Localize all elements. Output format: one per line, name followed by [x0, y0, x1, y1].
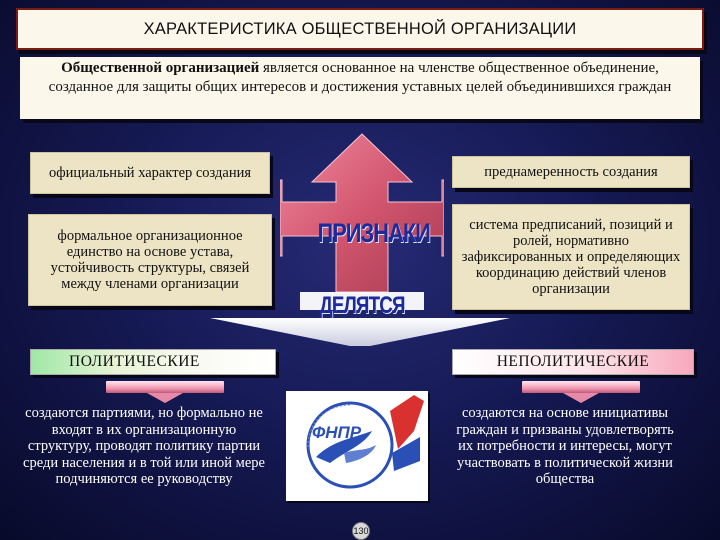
sign-system-text: система предписаний, позиций и ролей, но…: [461, 217, 681, 297]
sign-official-character: официальный характер создания: [30, 152, 270, 194]
political-down-arrow-icon: [147, 393, 183, 403]
signs-label: ПРИЗНАКИ: [317, 218, 431, 248]
fnpr-logo: ФНПР: [286, 391, 428, 501]
nonpolitical-down-arrow-icon: [563, 393, 599, 403]
divide-funnel-arrow: [210, 318, 510, 346]
sign-intent-text: преднамеренность создания: [484, 164, 658, 180]
political-connector-bar: [106, 381, 224, 393]
category-nonpolitical: НЕПОЛИТИЧЕСКИЕ: [452, 349, 694, 375]
four-way-arrow-icon: [280, 133, 444, 310]
sign-system-of-roles: система предписаний, позиций и ролей, но…: [452, 204, 690, 310]
definition-text: является основанное на членстве обществе…: [48, 60, 672, 95]
category-political: ПОЛИТИЧЕСКИЕ: [30, 349, 276, 375]
sign-formal-text: формальное организационное единство на о…: [50, 228, 250, 292]
logo-abbr: ФНПР: [312, 423, 362, 442]
definition-term: Общественной организацией: [61, 60, 260, 76]
sign-formal-unity: формальное организационное единство на о…: [28, 214, 272, 306]
title-box: ХАРАКТЕРИСТИКА ОБЩЕСТВЕННОЙ ОРГАНИЗАЦИИ: [16, 8, 704, 50]
nonpolitical-description: создаются на основе инициативы граждан и…: [456, 405, 674, 487]
page-number-badge: 130: [352, 522, 370, 540]
page-number: 130: [353, 526, 369, 536]
political-description: создаются партиями, но формально не вход…: [23, 405, 265, 487]
fnpr-emblem-icon: ФНПР: [306, 395, 424, 489]
nonpolitical-connector-bar: [522, 381, 640, 393]
definition-box: Общественной организацией является основ…: [20, 57, 700, 119]
sign-official-text: официальный характер создания: [48, 165, 252, 181]
category-political-label: ПОЛИТИЧЕСКИЕ: [69, 353, 200, 370]
category-nonpolitical-label: НЕПОЛИТИЧЕСКИЕ: [496, 353, 650, 370]
sign-intentional-creation: преднамеренность создания: [452, 156, 690, 188]
page-title: ХАРАКТЕРИСТИКА ОБЩЕСТВЕННОЙ ОРГАНИЗАЦИИ: [143, 19, 577, 38]
